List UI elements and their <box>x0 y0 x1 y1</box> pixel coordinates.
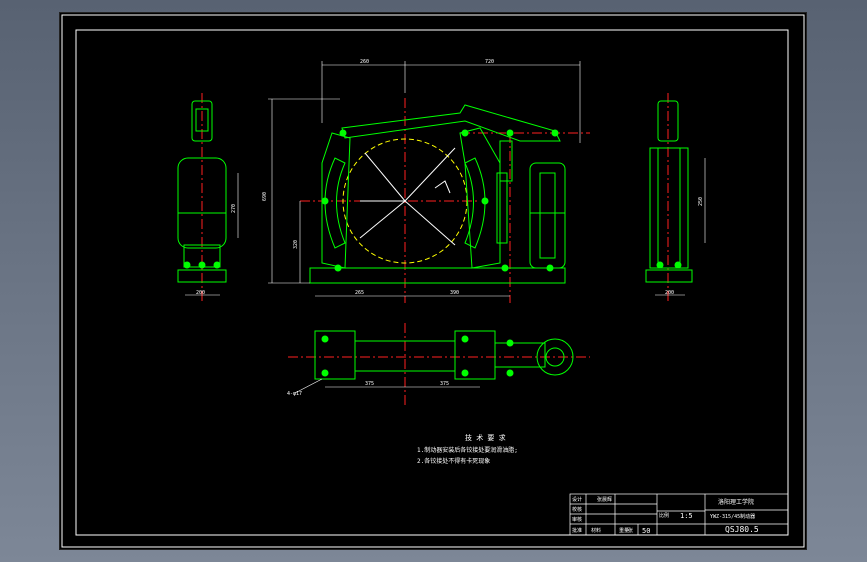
tb-scale-value: 1:5 <box>680 512 693 520</box>
dim-bottom-right: 390 <box>450 290 459 296</box>
brake-drum <box>342 138 468 264</box>
tb-checker-label: 校核 <box>572 506 582 513</box>
right-side-view <box>645 93 693 303</box>
dim-right-width: 200 <box>665 290 674 296</box>
tb-designer-label: 设计 <box>572 496 582 503</box>
dim-top-left: 260 <box>360 59 369 65</box>
tb-quantity: 50 <box>642 527 650 535</box>
tb-designer-name: 张晨辉 <box>597 496 612 503</box>
cad-drawing: 260 720 690 320 265 390 270 200 250 200 <box>61 14 805 548</box>
dim-top-right: 720 <box>485 59 494 65</box>
front-view <box>300 98 590 303</box>
dim-plan-left: 375 <box>365 381 374 387</box>
dim-height-total: 690 <box>262 192 268 201</box>
right-brake-shoe <box>464 157 486 249</box>
plan-view <box>288 323 590 408</box>
tb-material-label: 材料 <box>591 527 601 534</box>
tb-sheet-label: 张 <box>628 527 633 534</box>
drawing-frame <box>75 29 789 536</box>
tb-drawing-code: QSJ80.5 <box>725 525 759 534</box>
tb-weight-label: 重量 <box>619 527 629 534</box>
dim-center-height: 320 <box>293 240 299 249</box>
dim-left-height: 270 <box>231 204 237 213</box>
tb-approver-label: 批准 <box>572 527 582 534</box>
dim-bottom-left: 265 <box>355 290 364 296</box>
tb-reviewer-label: 审核 <box>572 516 582 523</box>
tb-drawing-name: YWZ-315/45制动器 <box>710 513 755 520</box>
dim-plan-right: 375 <box>440 381 449 387</box>
front-base <box>309 267 566 284</box>
title-block <box>569 493 789 536</box>
tb-scale-label: 比例 <box>659 512 669 519</box>
tech-req-line2: 2.各铰接处不得有卡死现象 <box>417 457 490 465</box>
tech-req-heading: 技 术 要 求 <box>465 433 506 442</box>
dim-left-width: 200 <box>196 290 205 296</box>
outer-frame <box>61 14 805 548</box>
left-side-view <box>177 93 227 303</box>
left-brake-shoe <box>324 157 346 249</box>
dim-right-height: 250 <box>698 197 704 206</box>
dim-hole-note: 4-φ17 <box>287 391 302 397</box>
drawing-viewport[interactable]: 260 720 690 320 265 390 270 200 250 200 <box>60 13 806 549</box>
front-dimensions <box>268 61 581 297</box>
tb-school: 洛阳理工学院 <box>718 498 754 506</box>
tech-req-line1: 1.制动器安装后各铰接处要润滑油脂; <box>417 446 518 454</box>
